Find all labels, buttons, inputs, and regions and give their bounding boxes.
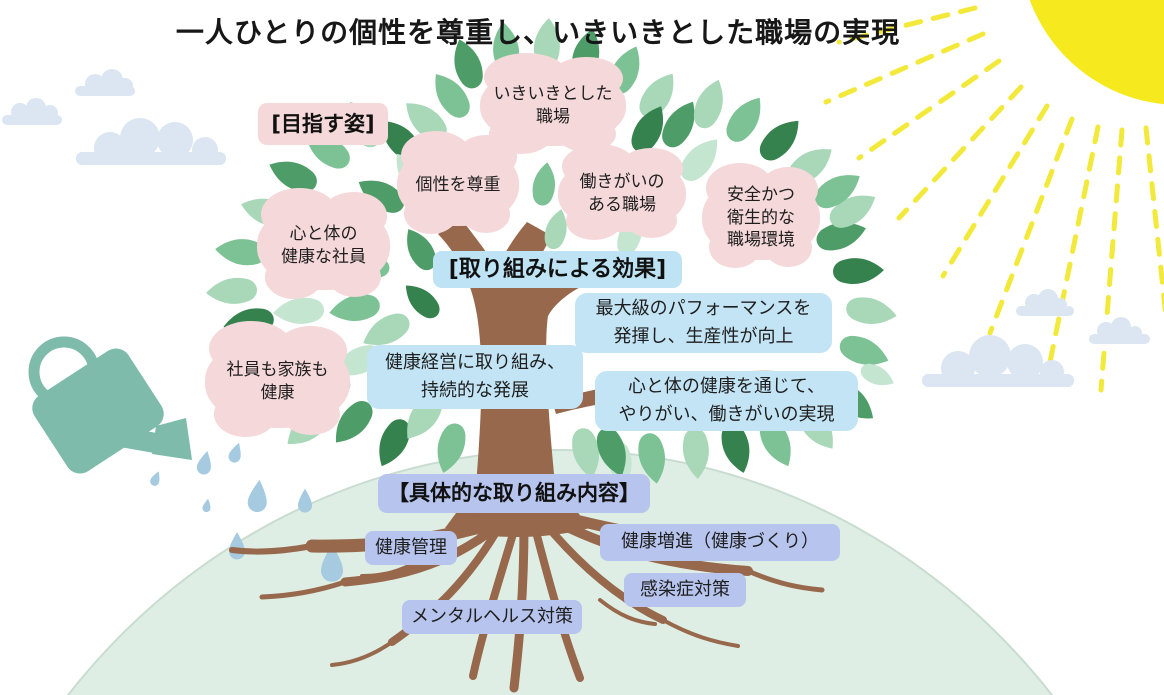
action-section-header: 【具体的な取り組み内容】: [378, 474, 650, 513]
goal-cloud-vibrant-workplace: いきいきとした 職場: [480, 53, 626, 154]
action-label-infection-control: 感染症対策: [624, 573, 746, 607]
cloud-icon: [76, 118, 226, 165]
watering-can-icon: [28, 336, 192, 474]
action-label-health-management: 健康管理: [365, 531, 457, 565]
sun-icon: [1029, 0, 1164, 105]
effect-section-header: [取り組みによる効果]: [433, 251, 682, 288]
cloud-icon: [922, 335, 1074, 387]
goal-section-header: [目指す姿]: [258, 103, 388, 145]
cloud-icon: [1089, 317, 1150, 344]
effect-bubble-performance-productivity: 最大級のパフォーマンスを 発揮し、生産性が向上: [575, 293, 832, 353]
cloud-icon: [2, 98, 62, 125]
effect-bubble-sustainable-growth: 健康経営に取り組み、 持続的な発展: [367, 345, 583, 409]
hill: [67, 449, 1053, 695]
goal-cloud-healthy-employees: 心と体の 健康な社員: [257, 187, 390, 299]
sun-rays-icon: [823, 5, 1164, 393]
page-title: 一人ひとりの個性を尊重し、いきいきとした職場の実現: [175, 16, 901, 49]
effect-bubble-fulfillment-through-health: 心と体の健康を通じて、 やりがい、働きがいの実現: [595, 371, 858, 431]
cloud-icon: [75, 69, 135, 96]
action-label-mental-health: メンタルヘルス対策: [402, 600, 582, 634]
cloud-icon: [1016, 289, 1074, 316]
goal-cloud-safe-hygienic-environment: 安全かつ 衛生的な 職場環境: [702, 162, 820, 269]
sky-clouds: [2, 69, 1150, 387]
goal-cloud-rewarding-workplace: 働きがいの ある職場: [558, 143, 686, 240]
goal-cloud-employees-families-healthy: 社員も家族も 健康: [205, 321, 350, 438]
action-label-health-promotion: 健康増進（健康づくり）: [600, 524, 840, 561]
goal-cloud-respect-individuality: 個性を尊重: [397, 130, 519, 235]
